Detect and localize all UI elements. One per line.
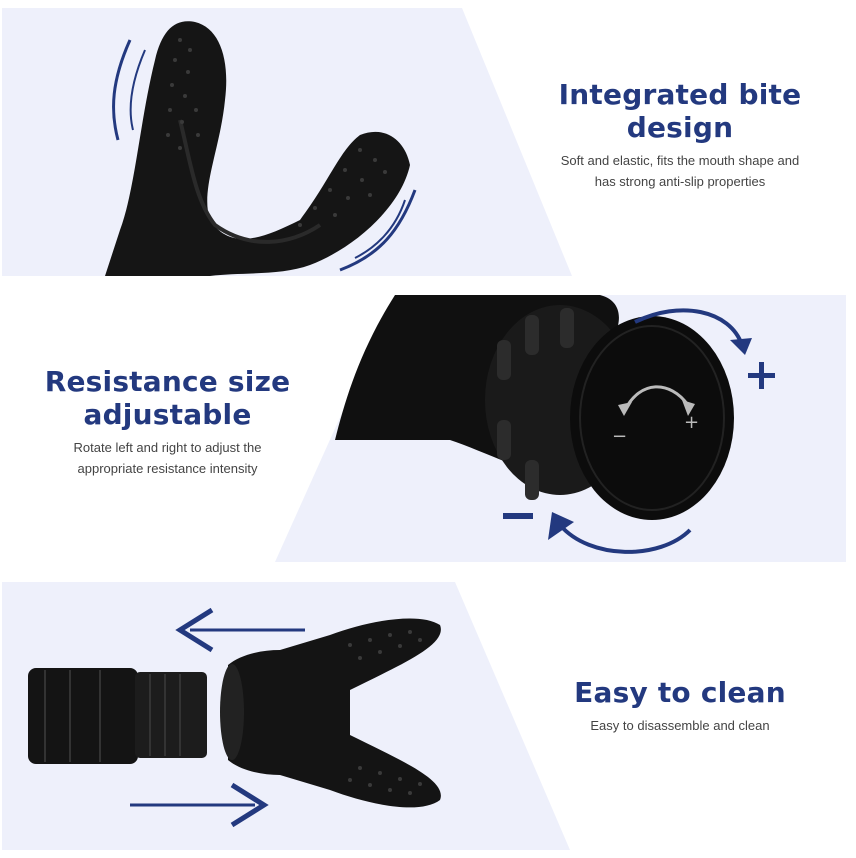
knob-plus-label: + bbox=[684, 412, 699, 433]
arrow-left-icon bbox=[175, 607, 214, 653]
knob-minus-label: − bbox=[612, 426, 627, 447]
section-description: Soft and elastic, fits the mouth shape a… bbox=[560, 153, 800, 189]
arrow-right-icon bbox=[230, 782, 269, 828]
section-easy-clean: Easy to clean Easy to disassemble and cl… bbox=[530, 676, 830, 736]
section-title: Easy to clean bbox=[574, 676, 786, 709]
mouthpiece-bite-image bbox=[105, 21, 417, 277]
disassembly-image bbox=[28, 607, 441, 828]
resistance-knob-image: − + bbox=[335, 295, 775, 554]
minus-sign-icon bbox=[503, 513, 533, 519]
section-description: Easy to disassemble and clean bbox=[590, 718, 770, 733]
